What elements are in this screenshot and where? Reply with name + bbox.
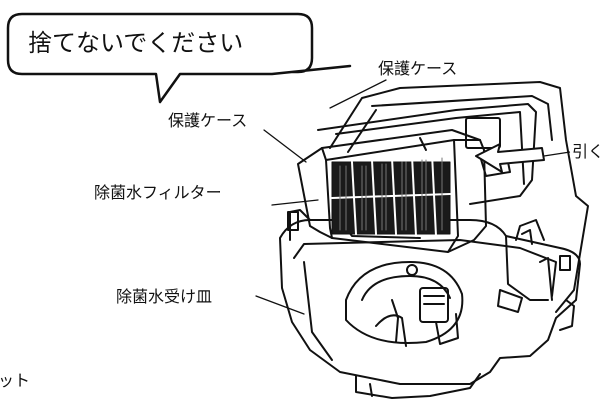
pull-arrow <box>475 143 571 173</box>
label-pull: 引く <box>572 142 605 161</box>
housing-right-details <box>497 219 575 331</box>
label-protective-case-left: 保護ケース <box>168 111 248 130</box>
label-tray: 除菌水受け皿 <box>116 287 213 306</box>
speech-bubble <box>6 12 352 104</box>
filter-mesh <box>331 153 451 237</box>
label-cut-off: ット <box>0 371 31 390</box>
tray-body <box>279 209 581 399</box>
bubble-text: 捨てないでください <box>28 29 244 57</box>
tray-inner <box>345 261 464 347</box>
label-protective-case-right: 保護ケース <box>378 59 458 78</box>
leader-lines <box>255 79 387 315</box>
label-filter: 除菌水フィルター <box>94 183 222 202</box>
rear-protective-case <box>317 103 537 205</box>
